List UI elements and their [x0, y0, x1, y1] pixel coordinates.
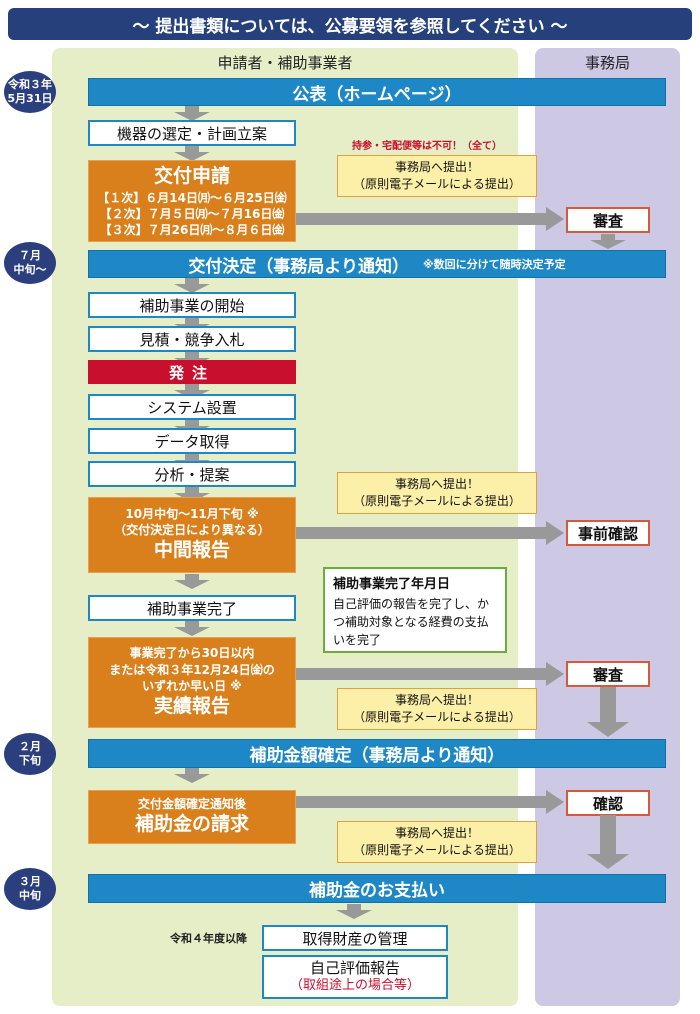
arrow-right-icon [296, 790, 564, 814]
applicant-header: 申請者・補助事業者 [217, 54, 353, 72]
step-data: データ取得 [88, 428, 296, 454]
callout-text: 事務局へ提出！ [394, 825, 479, 840]
arrow-down-icon [174, 146, 210, 161]
submit-callout: 事務局へ提出！ （原則電子メールによる提出） [337, 821, 537, 863]
date-badge: ３月中旬 [4, 868, 56, 910]
claim-text: 交付金額確定通知後 [137, 797, 246, 812]
callout-text: 事務局へ提出！ [394, 159, 479, 174]
arrow-down-icon [174, 621, 210, 636]
step-select: 機器の選定・計画立案 [88, 120, 296, 146]
result-box: 事業完了から30日以内 または令和３年12月24日㈮の いずれか早い日 ※ 実績… [88, 637, 296, 728]
after-label: 令和４年度以降 [170, 932, 247, 945]
arrow-down-icon [174, 768, 210, 788]
callout-text: （原則電子メールによる提出） [353, 494, 521, 508]
confirm-bar: 補助金額確定（事務局より通知） [88, 739, 666, 768]
office-check: 確認 [566, 790, 650, 816]
date-text: 下旬 [19, 754, 41, 767]
arrow-down-icon [174, 106, 210, 121]
arrow-down-icon [587, 815, 629, 869]
apply-box: 交付申請 【１次】６月14日㈪〜６月25日㈮ 【２次】７月５日㈪〜７月16日㈮ … [88, 160, 296, 242]
interim-box: 10月中旬〜11月下旬 ※ （交付決定日により異なる） 中間報告 [88, 497, 296, 573]
date-text: 中旬 [19, 889, 41, 902]
date-text: 令和３年 [8, 77, 52, 91]
date-badge: ２月下旬 [4, 733, 56, 775]
submit-callout: 事務局へ提出！ （原則電子メールによる提出） [337, 472, 537, 514]
submit-callout: 事務局へ提出！ （原則電子メールによる提出） [337, 688, 537, 730]
bar-note: ※数回に分けて随時決定予定 [422, 258, 566, 271]
interim-title: 中間報告 [153, 539, 230, 562]
result-title: 実績報告 [153, 694, 230, 717]
date-text: 5月31日 [7, 92, 53, 105]
completion-body: 自己評価の報告を完了し、かつ補助対象となる経費の支払いを完了 [333, 596, 490, 647]
step-analysis: 分析・提案 [88, 461, 296, 487]
arrow-right-icon [296, 521, 564, 545]
callout-text: （原則電子メールによる提出） [353, 710, 521, 724]
red-note: 持参・宅配便等は不可！（全て） [352, 141, 502, 152]
submit-callout: 事務局へ提出！ （原則電子メールによる提出） [337, 155, 537, 197]
announce-bar: 公表（ホームページ） [88, 78, 666, 106]
apply-title: 交付申請 [153, 164, 230, 187]
office-review-2: 審査 [566, 661, 650, 687]
date-text: 中旬〜 [13, 263, 47, 276]
interim-text: （交付決定日により異なる） [114, 523, 270, 538]
step-estimate: 見積・競争入札 [88, 326, 296, 352]
step-start: 補助事業の開始 [88, 292, 296, 318]
self-eval-title: 自己評価報告 [309, 958, 400, 977]
completion-title: 補助事業完了年月日 [333, 577, 451, 592]
step-asset: 取得財産の管理 [262, 925, 448, 951]
step-order: 発注 [88, 360, 296, 384]
bar-text: 交付決定（事務局より通知） [188, 256, 409, 277]
apply-round: 【１次】６月14日㈪〜６月25日㈮ [97, 190, 287, 205]
callout-text: 事務局へ提出！ [394, 476, 479, 491]
office-precheck: 事前確認 [566, 520, 650, 546]
top-banner: 〜 提出書類については、公募要領を参照してください 〜 [8, 8, 692, 40]
bar-text: 補助金のお支払い [309, 881, 445, 901]
date-text: ３月 [19, 874, 41, 888]
claim-title: 補助金の請求 [134, 813, 249, 836]
result-text: または令和３年12月24日㈮の [109, 662, 275, 677]
step-self-eval: 自己評価報告 （取組途上の場合等） [262, 955, 448, 999]
arrow-down-icon [336, 904, 372, 919]
interim-text: 10月中旬〜11月下旬 ※ [125, 506, 259, 521]
arrow-down-icon [174, 574, 210, 596]
callout-text: 事務局へ提出！ [394, 692, 479, 707]
result-text: いずれか早い日 ※ [142, 678, 242, 693]
arrow-down-icon [587, 687, 629, 737]
arrow-down-icon [174, 278, 210, 293]
arrow-right-icon [296, 662, 564, 686]
apply-round: 【２次】７月５日㈪〜７月16日㈮ [99, 206, 285, 221]
callout-text: （原則電子メールによる提出） [353, 177, 521, 191]
date-text: ７月 [19, 248, 41, 262]
self-eval-note: （取組途上の場合等） [289, 978, 420, 994]
completion-note: 補助事業完了年月日 自己評価の報告を完了し、かつ補助対象となる経費の支払いを完了 [323, 567, 507, 653]
result-text: 事業完了から30日以内 [129, 646, 255, 661]
step-complete: 補助事業完了 [88, 595, 296, 621]
date-badge: ７月中旬〜 [4, 242, 56, 284]
bar-text: 補助金額確定（事務局より通知） [249, 746, 505, 766]
office-header: 事務局 [584, 54, 630, 72]
date-text: ２月 [19, 739, 41, 753]
arrow-right-icon [296, 207, 564, 231]
bar-text: 公表（ホームページ） [292, 84, 462, 105]
decision-bar: 交付決定（事務局より通知） ※数回に分けて随時決定予定 [88, 250, 666, 278]
claim-box: 交付金額確定通知後 補助金の請求 [88, 790, 296, 844]
apply-round: 【３次】７月26日㈪〜８月６日㈮ [99, 222, 285, 237]
arrow-down-icon [590, 234, 626, 249]
step-install: システム設置 [88, 394, 296, 420]
callout-text: （原則電子メールによる提出） [353, 843, 521, 857]
payment-bar: 補助金のお支払い [88, 874, 666, 903]
office-review: 審査 [566, 207, 650, 233]
